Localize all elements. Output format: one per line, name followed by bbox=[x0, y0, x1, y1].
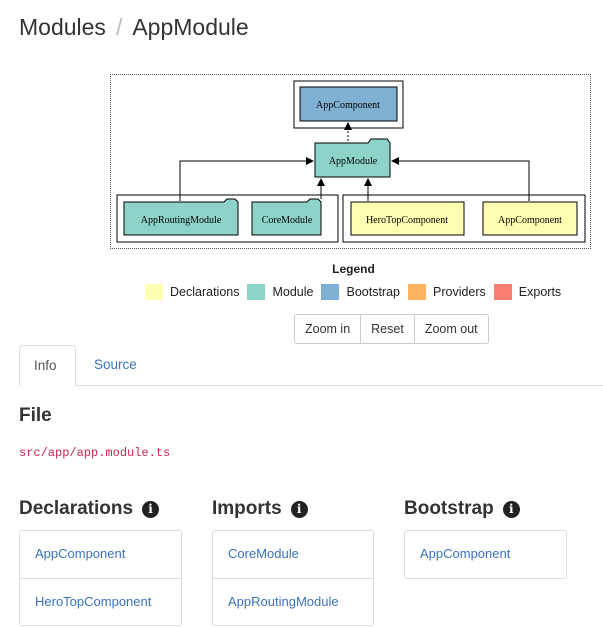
legend-label: Providers bbox=[433, 285, 486, 299]
tab-info[interactable]: Info bbox=[19, 345, 76, 386]
breadcrumb-modules-link[interactable]: Modules bbox=[19, 14, 106, 40]
node-bootstrap-app-component bbox=[299, 86, 398, 122]
bootstrap-list: AppComponent bbox=[404, 530, 567, 579]
legend-label: Module bbox=[272, 285, 314, 299]
node-app-component-label[interactable]: AppComponent bbox=[498, 215, 562, 226]
node-app-component bbox=[482, 201, 578, 236]
tab-bar: Info Source bbox=[19, 345, 603, 386]
zoom-out-button[interactable]: Zoom out bbox=[413, 315, 488, 343]
list-item[interactable]: CoreModule bbox=[228, 546, 299, 561]
legend-item: Module bbox=[247, 284, 313, 300]
breadcrumb: Modules / AppModule bbox=[19, 14, 249, 41]
breadcrumb-current: AppModule bbox=[132, 14, 249, 40]
node-core-module bbox=[251, 198, 322, 236]
bootstrap-title: Bootstrap bbox=[404, 498, 494, 519]
legend-swatch bbox=[321, 284, 340, 300]
legend-swatch bbox=[493, 284, 512, 300]
file-path: src/app/app.module.ts bbox=[19, 446, 171, 460]
node-hero-top-component bbox=[350, 201, 465, 236]
node-hero-top-component-label[interactable]: HeroTopComponent bbox=[366, 215, 448, 226]
list-item[interactable]: HeroTopComponent bbox=[20, 578, 181, 625]
edge-routing-to-app bbox=[179, 157, 314, 201]
legend-swatch bbox=[145, 284, 163, 300]
node-app-module-label[interactable]: AppModule bbox=[329, 156, 378, 167]
imports-list: CoreModule AppRoutingModule bbox=[212, 530, 374, 626]
declarations-cluster bbox=[342, 194, 586, 243]
node-app-module bbox=[314, 138, 391, 178]
tab-source[interactable]: Source bbox=[94, 357, 137, 372]
reset-button[interactable]: Reset bbox=[360, 315, 414, 343]
legend-item: Declarations bbox=[145, 284, 239, 300]
legend: Declarations Module Bootstrap Providers Expo… bbox=[145, 284, 569, 300]
file-heading: File bbox=[19, 405, 52, 426]
graph-svg: AppComponent AppModule AppRoutingModule … bbox=[116, 80, 586, 243]
info-icon[interactable]: i bbox=[142, 500, 160, 518]
zoom-controls: Zoom in Reset Zoom out bbox=[294, 314, 489, 344]
legend-item: Providers bbox=[408, 284, 486, 300]
info-icon[interactable]: i bbox=[290, 500, 308, 518]
legend-item: Exports bbox=[493, 284, 562, 300]
legend-label: Bootstrap bbox=[346, 285, 400, 299]
list-item[interactable]: AppComponent bbox=[35, 546, 126, 561]
edge-appcomp-to-app bbox=[391, 157, 530, 201]
list-item[interactable]: AppComponent bbox=[420, 546, 511, 561]
legend-swatch bbox=[408, 284, 426, 300]
breadcrumb-separator: / bbox=[115, 14, 123, 40]
node-app-routing-module bbox=[123, 198, 239, 236]
bootstrap-heading: Bootstrap i bbox=[404, 498, 520, 520]
module-dependency-graph[interactable]: AppComponent AppModule AppRoutingModule … bbox=[110, 74, 591, 249]
zoom-in-button[interactable]: Zoom in bbox=[305, 322, 351, 336]
imports-heading: Imports i bbox=[212, 498, 308, 520]
declarations-list: AppComponent HeroTopComponent bbox=[19, 530, 182, 626]
imports-title: Imports bbox=[212, 498, 282, 519]
info-icon[interactable]: i bbox=[502, 500, 520, 518]
node-app-routing-module-label[interactable]: AppRoutingModule bbox=[141, 215, 222, 226]
legend-title: Legend bbox=[332, 262, 375, 276]
node-core-module-label[interactable]: CoreModule bbox=[262, 215, 313, 226]
legend-label: Declarations bbox=[170, 285, 240, 299]
legend-item: Bootstrap bbox=[321, 284, 400, 300]
legend-label: Exports bbox=[518, 285, 562, 299]
node-bootstrap-app-component-label[interactable]: AppComponent bbox=[316, 100, 380, 111]
legend-swatch bbox=[247, 284, 266, 300]
declarations-heading: Declarations i bbox=[19, 498, 160, 520]
imports-cluster bbox=[116, 194, 339, 243]
list-item[interactable]: AppRoutingModule bbox=[213, 578, 373, 625]
declarations-title: Declarations bbox=[19, 498, 134, 519]
